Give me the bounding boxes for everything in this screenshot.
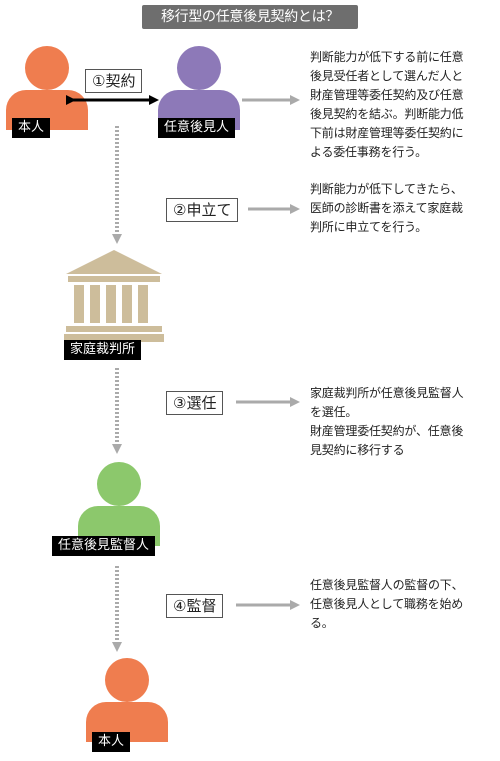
principal-top-label: 本人: [12, 118, 51, 138]
contract-step-label: ①契約: [85, 69, 143, 93]
courthouse-icon: [64, 250, 164, 342]
step-4-description: 任意後見監督人の監督の下、 任意後見人として職務を始め る。: [310, 578, 464, 630]
step-4-label: ④監督: [166, 594, 224, 618]
person-icon: [105, 658, 149, 702]
person-icon: [25, 46, 69, 90]
person-icon: [177, 46, 221, 90]
principal-bottom-label: 本人: [92, 732, 131, 752]
step-3-label: ③選任: [166, 391, 224, 415]
contract-description: 判断能力が低下する前に任意 後見受任者として選んだ人と 財産管理等委任契約及び任…: [310, 50, 464, 159]
supervisor-label: 任意後見監督人: [52, 536, 156, 556]
step-3-description: 家庭裁判所が任意後見監督人 を選任。 財産管理委任契約が、任意後 見契約に移行す…: [310, 386, 464, 457]
person-icon: [97, 462, 141, 506]
diagram-title: 移行型の任意後見契約とは？: [142, 5, 358, 29]
court-label: 家庭裁判所: [64, 340, 142, 360]
step-2-description: 判断能力が低下してきたら、 医師の診断書を添えて家庭裁 判所に申立てを行う。: [310, 182, 463, 234]
step-2-label: ②申立て: [166, 198, 239, 222]
guardian-label: 任意後見人: [158, 118, 236, 138]
